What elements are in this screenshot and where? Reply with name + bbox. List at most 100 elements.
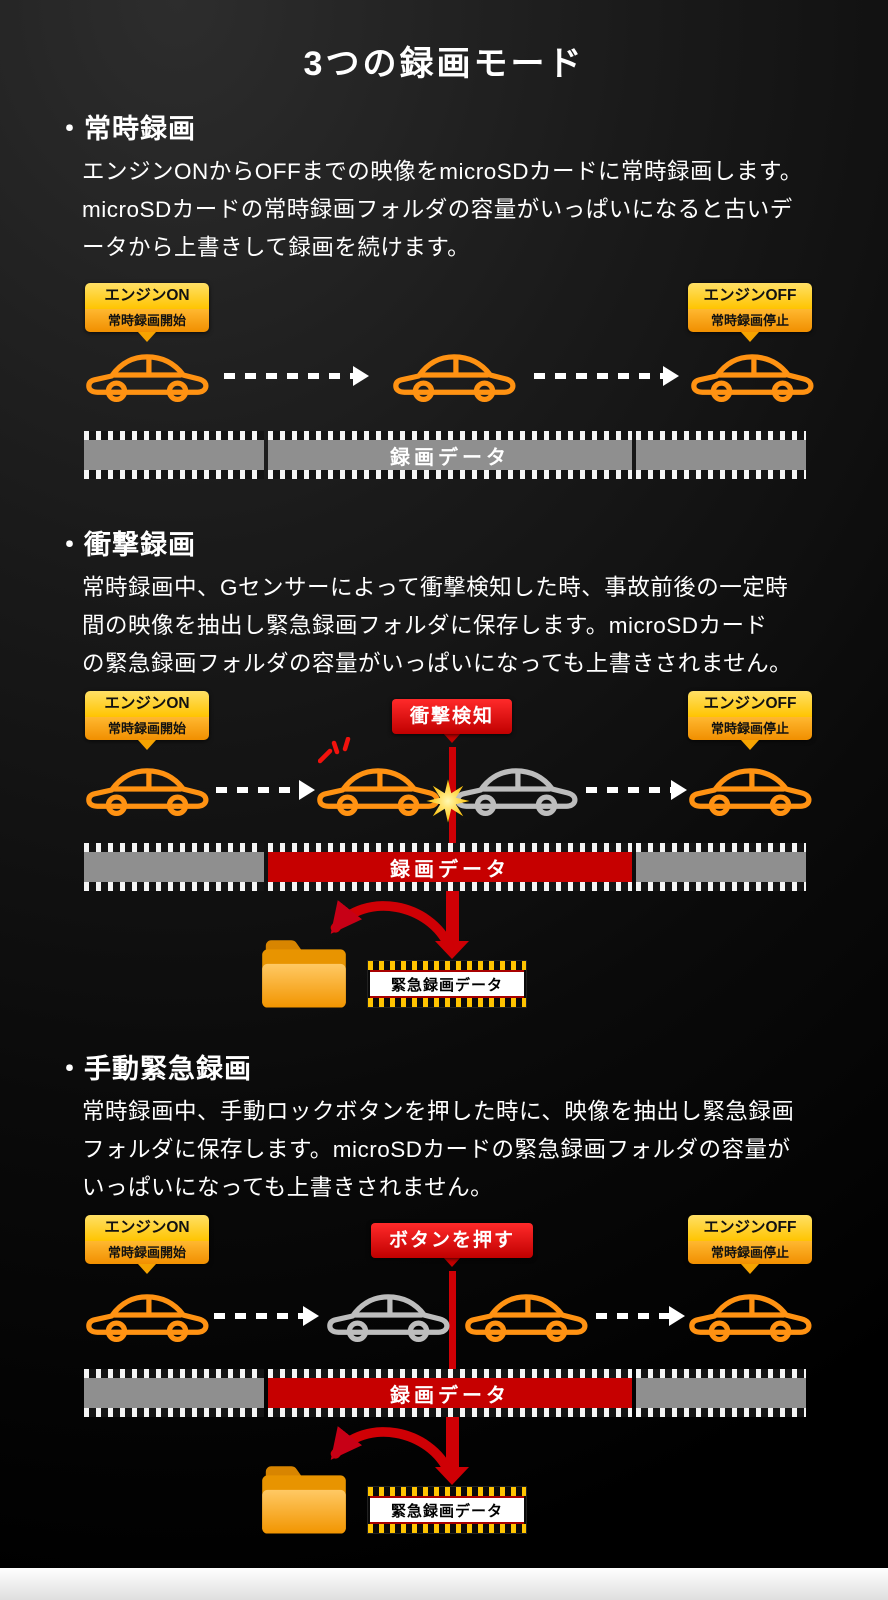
film-segment-recording: 録画データ [268,843,632,891]
engine-off-badge-box: エンジンOFF 常時録画停止 [688,1215,812,1264]
emergency-film-strip: 緊急録画データ [368,1487,526,1533]
event-timeline-line [449,1271,456,1369]
engine-off-badge-box: エンジンOFF 常時録画停止 [688,691,812,740]
section-manual-emergency-recording: ・手動緊急録画 常時録画中、手動ロックボタンを押した時に、映像を抽出し緊急録画 … [0,1051,888,1551]
impact-detect-badge: 衝撃検知 [391,699,513,743]
film-segment [636,1369,806,1417]
engine-off-label: エンジンOFF [688,283,812,309]
crashed-car-icon [316,759,440,821]
film-segment-recording: 録画データ [268,1369,632,1417]
engine-on-label: エンジンON [85,1215,209,1241]
film-segment [84,843,264,891]
car-icon [85,345,209,407]
recording-start-label: 常時録画開始 [85,717,209,740]
film-segment [636,431,806,479]
section-body: 常時録画中、手動ロックボタンを押した時に、映像を抽出し緊急録画 フォルダに保存し… [82,1093,888,1207]
engine-on-badge: エンジンON 常時録画開始 [85,691,209,750]
engine-on-label: エンジンON [85,691,209,717]
body-text-line: microSDカードの常時録画フォルダの容量がいっぱいになると古いデ [82,197,793,222]
page-title: 3つの録画モード [303,45,585,83]
emergency-data-label: 緊急録画データ [370,1496,524,1524]
dashed-arrow-icon [224,366,369,386]
body-text-line: エンジンONからOFFまでの映像をmicroSDカードに常時録画します。 [82,159,803,184]
engine-on-badge-box: エンジンON 常時録画開始 [85,691,209,740]
badge-pointer-icon [442,733,461,743]
button-press-label: ボタンを押す [370,1223,534,1258]
recording-data-label: 録画データ [390,858,510,881]
badge-pointer-icon [138,332,156,342]
gray-car-icon [326,1285,450,1347]
diagram-impact-recording: エンジンON 常時録画開始 エンジンOFF 常時録画停止 衝撃検知 [0,689,888,1025]
down-arrow-icon [446,891,459,941]
curved-arrow-icon [330,1426,455,1478]
bottom-strip [0,1568,888,1600]
body-text-line: ータから上書きして録画を続けます。 [82,235,471,260]
dashed-arrow-icon [586,780,687,800]
car-icon [690,345,814,407]
section-heading: ・常時録画 [56,114,196,144]
section-impact-recording: ・衝撃録画 常時録画中、Gセンサーによって衝撃検知した時、事故前後の一定時 間の… [0,527,888,1025]
section-body: 常時録画中、Gセンサーによって衝撃検知した時、事故前後の一定時 間の映像を抽出し… [82,569,888,683]
badge-pointer-icon [138,1264,156,1274]
car-icon [688,1285,812,1347]
car-icon [85,759,209,821]
recording-stop-label: 常時録画停止 [688,1241,812,1264]
film-segment [84,1369,264,1417]
section-heading: ・手動緊急録画 [56,1054,252,1084]
body-text-line: 常時録画中、手動ロックボタンを押した時に、映像を抽出し緊急録画 [82,1099,795,1124]
engine-on-badge-box: エンジンON 常時録画開始 [85,1215,209,1264]
diagram-continuous-recording: エンジンON 常時録画開始 エンジンOFF 常時録画停止 録画デ [0,281,888,493]
film-segment [84,431,264,479]
body-text-line: 常時録画中、Gセンサーによって衝撃検知した時、事故前後の一定時 [82,575,789,600]
emergency-film-strip: 緊急録画データ [368,961,526,1007]
engine-on-badge: エンジンON 常時録画開始 [85,1215,209,1274]
film-strip: 録画データ [84,431,806,479]
section-continuous-recording: ・常時録画 エンジンONからOFFまでの映像をmicroSDカードに常時録画しま… [0,111,888,493]
badge-pointer-icon [741,740,759,750]
film-sprockets [368,998,526,1007]
down-arrow-icon [446,1417,459,1467]
recording-start-label: 常時録画開始 [85,309,209,332]
diagram-manual-emergency-recording: エンジンON 常時録画開始 エンジンOFF 常時録画停止 ボタンを押す [0,1213,888,1551]
engine-on-label: エンジンON [85,283,209,309]
section-body: エンジンONからOFFまでの映像をmicroSDカードに常時録画します。 mic… [82,153,888,267]
badge-pointer-icon [741,1264,759,1274]
dashed-arrow-icon [214,1306,319,1326]
gray-car-icon [454,759,578,821]
film-sprockets [368,1524,526,1533]
crash-spark-icon [426,779,470,823]
body-text-line: の緊急録画フォルダの容量がいっぱいになっても上書きされません。 [82,651,793,676]
body-text-line: 間の映像を抽出し緊急録画フォルダに保存します。microSDカード [82,613,768,638]
car-icon [85,1285,209,1347]
body-text-line: いっぱいになっても上書きされません。 [82,1175,494,1200]
film-sprockets [368,1487,526,1496]
badge-pointer-icon [442,1257,461,1267]
recording-data-label: 録画データ [390,446,510,469]
engine-off-badge-box: エンジンOFF 常時録画停止 [688,283,812,332]
recording-data-label: 録画データ [390,1384,510,1407]
dashed-arrow-icon [216,780,315,800]
recording-stop-label: 常時録画停止 [688,309,812,332]
film-strip: 録画データ [84,843,806,891]
curved-arrow-icon [330,900,455,952]
car-icon [464,1285,588,1347]
dashed-arrow-icon [596,1306,685,1326]
impact-detect-label: 衝撃検知 [391,699,513,734]
film-segment-recording: 録画データ [268,431,632,479]
button-press-badge: ボタンを押す [370,1223,534,1267]
impact-marks-icon [318,737,351,764]
recording-stop-label: 常時録画停止 [688,717,812,740]
car-icon [392,345,516,407]
car-icon [688,759,812,821]
engine-off-badge: エンジンOFF 常時録画停止 [688,691,812,750]
film-strip: 録画データ [84,1369,806,1417]
recording-start-label: 常時録画開始 [85,1241,209,1264]
emergency-data-label: 緊急録画データ [370,970,524,998]
engine-off-badge: エンジンOFF 常時録画停止 [688,283,812,342]
engine-on-badge: エンジンON 常時録画開始 [85,283,209,342]
dashed-arrow-icon [534,366,679,386]
badge-pointer-icon [138,740,156,750]
engine-off-label: エンジンOFF [688,1215,812,1241]
badge-pointer-icon [741,332,759,342]
